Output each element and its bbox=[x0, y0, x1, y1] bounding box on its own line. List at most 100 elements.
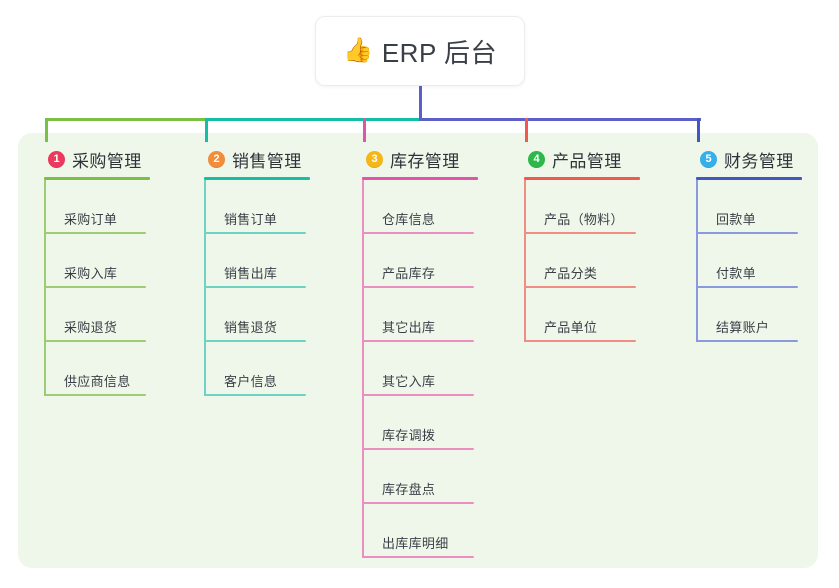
list-item-label: 产品分类 bbox=[544, 266, 598, 281]
column-underline-1 bbox=[44, 177, 150, 180]
list-item-label: 库存盘点 bbox=[382, 482, 436, 497]
list-item[interactable]: 其它入库 bbox=[362, 342, 522, 396]
column-header-3[interactable]: 3 库存管理 bbox=[362, 146, 522, 172]
column-spine-1 bbox=[44, 180, 46, 396]
list-item[interactable]: 结算账户 bbox=[696, 288, 839, 342]
list-item-underline bbox=[696, 286, 798, 288]
list-item-label: 客户信息 bbox=[224, 374, 278, 389]
column-drop-connector-5 bbox=[697, 118, 700, 142]
list-item[interactable]: 产品分类 bbox=[524, 234, 684, 288]
column-underline-4 bbox=[524, 177, 640, 180]
list-item-underline bbox=[44, 394, 146, 396]
list-item-label: 销售订单 bbox=[224, 212, 278, 227]
root-node-content: 👍 ERP 后台 bbox=[343, 33, 497, 70]
list-item-label: 采购入库 bbox=[64, 266, 118, 281]
list-item-label: 销售出库 bbox=[224, 266, 278, 281]
list-item[interactable]: 销售订单 bbox=[204, 180, 354, 234]
column-badge-5: 5 bbox=[700, 150, 717, 168]
list-item-underline bbox=[362, 448, 474, 450]
list-item-underline bbox=[44, 340, 146, 342]
column-header-5[interactable]: 5 财务管理 bbox=[696, 146, 839, 172]
list-item-label: 库存调拨 bbox=[382, 428, 436, 443]
list-item[interactable]: 供应商信息 bbox=[44, 342, 194, 396]
column-title-4: 产品管理 bbox=[552, 151, 622, 171]
list-item[interactable]: 客户信息 bbox=[204, 342, 354, 396]
column-drop-connector-3 bbox=[363, 118, 366, 142]
list-item-label: 供应商信息 bbox=[64, 374, 131, 389]
list-item-underline bbox=[204, 232, 306, 234]
root-node-erp-backend[interactable]: 👍 ERP 后台 bbox=[315, 16, 525, 86]
list-item[interactable]: 采购订单 bbox=[44, 180, 194, 234]
list-item[interactable]: 采购入库 bbox=[44, 234, 194, 288]
list-item[interactable]: 库存盘点 bbox=[362, 450, 522, 504]
list-item-underline bbox=[696, 340, 798, 342]
column-drop-connector-1 bbox=[45, 118, 48, 142]
column-badge-4: 4 bbox=[528, 150, 545, 168]
root-node-title: ERP 后台 bbox=[381, 37, 498, 68]
column-drop-connector-4 bbox=[525, 118, 528, 142]
column-3[interactable]: 3 库存管理仓库信息产品库存其它出库其它入库库存调拨库存盘点出库库明细 bbox=[362, 146, 522, 558]
column-drop-connector-2 bbox=[205, 118, 208, 142]
column-title-1: 采购管理 bbox=[72, 151, 142, 171]
list-item-underline bbox=[44, 286, 146, 288]
list-item-label: 其它入库 bbox=[382, 374, 436, 389]
list-item-underline bbox=[362, 232, 474, 234]
list-item-underline bbox=[362, 394, 474, 396]
bus-segment-blue bbox=[419, 118, 701, 121]
column-spine-4 bbox=[524, 180, 526, 342]
column-4[interactable]: 4 产品管理产品（物料） 产品分类产品单位 bbox=[524, 146, 684, 342]
thumbs-up-icon: 👍 bbox=[342, 37, 373, 64]
list-item-underline bbox=[204, 286, 306, 288]
bus-segment-green bbox=[46, 118, 206, 121]
column-items-4: 产品（物料） 产品分类产品单位 bbox=[524, 180, 684, 342]
list-item-label: 销售退货 bbox=[224, 320, 278, 335]
list-item[interactable]: 销售出库 bbox=[204, 234, 354, 288]
list-item[interactable]: 产品单位 bbox=[524, 288, 684, 342]
list-item[interactable]: 回款单 bbox=[696, 180, 839, 234]
list-item-underline bbox=[204, 394, 306, 396]
list-item-underline bbox=[362, 286, 474, 288]
list-item-underline bbox=[696, 232, 798, 234]
list-item-underline bbox=[524, 340, 636, 342]
list-item-label: 结算账户 bbox=[716, 320, 770, 335]
column-underline-5 bbox=[696, 177, 802, 180]
column-5[interactable]: 5 财务管理回款单付款单结算账户 bbox=[696, 146, 839, 342]
list-item-underline bbox=[44, 232, 146, 234]
column-spine-2 bbox=[204, 180, 206, 396]
column-items-2: 销售订单销售出库销售退货客户信息 bbox=[204, 180, 354, 396]
column-badge-3: 3 bbox=[366, 150, 383, 168]
list-item[interactable]: 付款单 bbox=[696, 234, 839, 288]
list-item[interactable]: 销售退货 bbox=[204, 288, 354, 342]
list-item-label: 付款单 bbox=[716, 266, 756, 281]
column-items-1: 采购订单采购入库采购退货供应商信息 bbox=[44, 180, 194, 396]
list-item-label: 其它出库 bbox=[382, 320, 436, 335]
list-item-label: 采购订单 bbox=[64, 212, 118, 227]
column-header-4[interactable]: 4 产品管理 bbox=[524, 146, 684, 172]
list-item[interactable]: 出库库明细 bbox=[362, 504, 522, 558]
column-title-3: 库存管理 bbox=[390, 151, 460, 171]
list-item-underline bbox=[524, 232, 636, 234]
list-item[interactable]: 产品库存 bbox=[362, 234, 522, 288]
list-item[interactable]: 库存调拨 bbox=[362, 396, 522, 450]
list-item-underline bbox=[362, 502, 474, 504]
list-item[interactable]: 仓库信息 bbox=[362, 180, 522, 234]
list-item-label: 出库库明细 bbox=[382, 536, 449, 551]
list-item[interactable]: 其它出库 bbox=[362, 288, 522, 342]
column-items-3: 仓库信息产品库存其它出库其它入库库存调拨库存盘点出库库明细 bbox=[362, 180, 522, 558]
list-item[interactable]: 产品（物料） bbox=[524, 180, 684, 234]
column-items-5: 回款单付款单结算账户 bbox=[696, 180, 839, 342]
list-item[interactable]: 采购退货 bbox=[44, 288, 194, 342]
list-item-label: 仓库信息 bbox=[382, 212, 436, 227]
list-item-label: 采购退货 bbox=[64, 320, 118, 335]
list-item-underline bbox=[362, 556, 474, 558]
column-title-5: 财务管理 bbox=[724, 151, 794, 171]
list-item-underline bbox=[204, 340, 306, 342]
list-item-label: 产品单位 bbox=[544, 320, 598, 335]
list-item-underline bbox=[362, 340, 474, 342]
column-title-2: 销售管理 bbox=[232, 151, 302, 171]
